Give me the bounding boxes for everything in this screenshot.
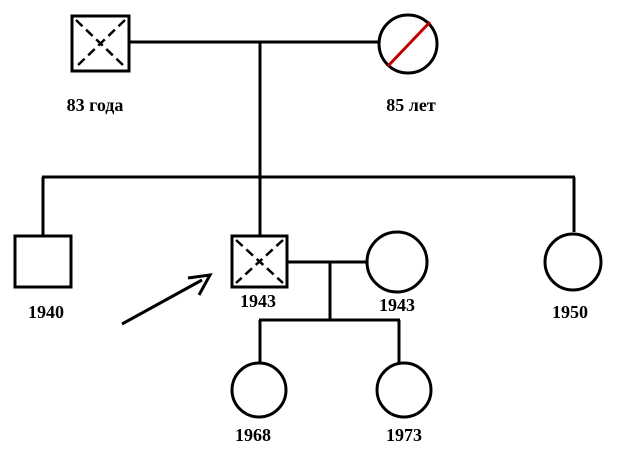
grandmother-symbol <box>377 13 439 75</box>
sibling-1940-label: 1940 <box>28 302 64 322</box>
grandfather-symbol <box>70 14 131 73</box>
proband-label: 1943 <box>240 291 276 311</box>
spouse-symbol <box>365 230 429 294</box>
proband-symbol <box>230 234 289 289</box>
child-1968-label: 1968 <box>235 425 271 445</box>
child-1968-symbol <box>230 361 288 419</box>
sibling-1950-label: 1950 <box>552 302 588 322</box>
child-1973-symbol <box>375 361 433 419</box>
sibling-1950-symbol <box>543 232 603 292</box>
proband-arrow <box>121 273 213 326</box>
child-1973-label: 1973 <box>386 425 422 445</box>
sibling-1940-symbol <box>13 234 73 289</box>
spouse-label: 1943 <box>379 295 415 315</box>
grandfather-label: 83 года <box>67 95 124 115</box>
grandmother-label: 85 лет <box>386 95 436 115</box>
